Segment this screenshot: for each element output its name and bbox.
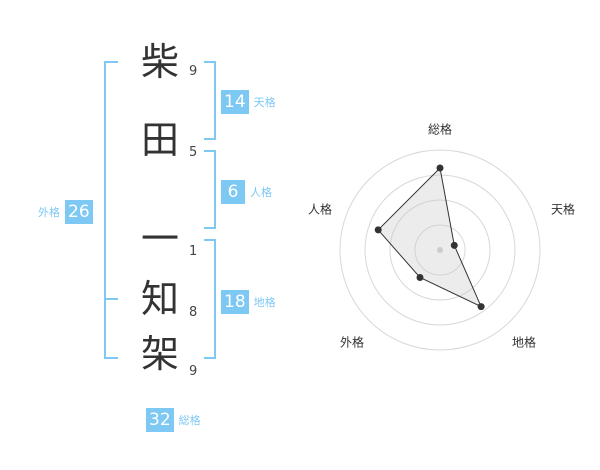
name-char-4: 知 [140,277,179,321]
soukaku-label: 総格 [178,414,201,427]
gaikaku-bracket-vertical [104,61,106,359]
gaikaku-bracket-top [104,61,118,63]
jinkaku-label: 人格 [250,186,272,199]
chikaku-bracket-vertical [214,239,216,359]
name-char-2: 田 [140,118,179,162]
tenkaku-bracket-top [204,61,216,63]
radar-ring [364,174,516,326]
radar-point-4 [416,274,424,281]
tenkaku-bracket-bottom [204,138,216,140]
jinkaku-bracket-vertical [214,150,216,229]
radar-ring [414,224,466,276]
radar-label-soukaku: 総格 [427,122,453,137]
chikaku-label: 地格 [253,296,276,309]
radar-point-3 [477,303,485,311]
radar-label-chikaku: 地格 [511,335,537,350]
gaikaku-bracket-bottom [104,357,118,359]
chikaku-value: 18 [221,290,249,314]
radar-series-polygon [377,166,483,308]
radar-ring [339,149,541,351]
radar-ring [389,199,491,301]
stroke-count-3: 1 [189,244,198,259]
radar-label-tenkaku: 天格 [550,202,576,217]
tenkaku-label: 天格 [253,96,276,109]
soukaku-value: 32 [146,408,174,432]
name-char-5: 架 [140,332,179,376]
tenkaku-badge: 14 天格 [221,90,276,114]
jinkaku-bracket-bottom [204,227,216,229]
radar-point-1 [436,164,444,172]
tenkaku-bracket-vertical [214,61,216,140]
radar-label-jinkaku: 人格 [307,202,333,217]
radar-label-gaikaku: 外格 [339,335,365,350]
jinkaku-badge: 6 人格 [221,180,272,204]
stroke-count-5: 9 [189,364,198,379]
stroke-count-1: 9 [189,64,198,79]
stroke-count-4: 8 [189,305,198,320]
radar-point-2 [450,241,458,249]
gaikaku-bracket-mid [104,298,118,300]
gaikaku-label: 外格 [38,206,60,219]
stroke-count-2: 5 [189,145,198,160]
tenkaku-value: 14 [221,90,249,114]
gaikaku-badge: 26 外格 [38,200,93,224]
radar-point-5 [374,226,382,234]
chikaku-bracket-bottom [204,357,216,359]
name-char-1: 柴 [140,40,179,84]
soukaku-badge: 32 総格 [146,408,201,432]
chikaku-badge: 18 地格 [221,290,276,314]
name-char-3: 一 [140,217,179,261]
jinkaku-value: 6 [221,180,245,204]
radar-center-point [437,247,443,253]
jinkaku-bracket-top [204,150,216,152]
chikaku-bracket-top [204,239,216,241]
gaikaku-value: 26 [65,200,93,224]
